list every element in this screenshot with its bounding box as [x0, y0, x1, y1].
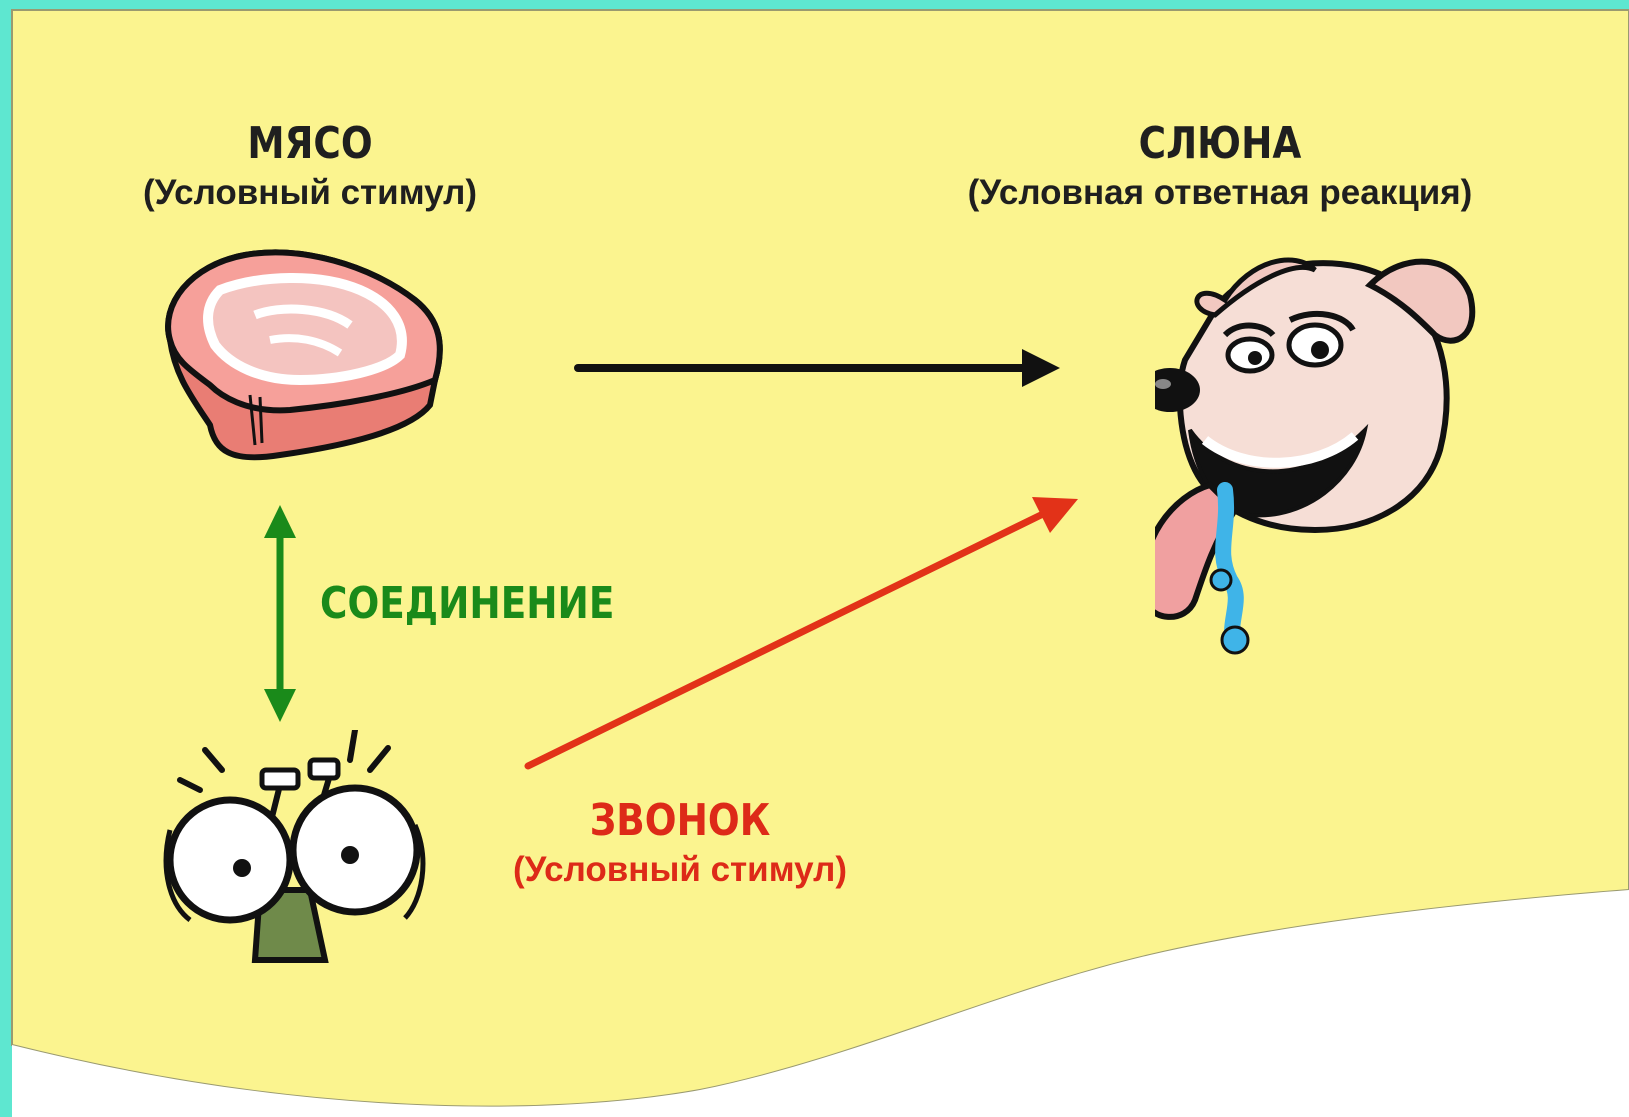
connection-title: СОЕДИНЕНИЕ: [320, 578, 575, 629]
bell-label: ЗВОНОК (Условный стимул): [470, 795, 890, 890]
bell-title: ЗВОНОК: [502, 795, 859, 846]
connection-label: СОЕДИНЕНИЕ: [320, 578, 620, 629]
saliva-title: СЛЮНА: [948, 118, 1492, 169]
meat-subtitle: (Условный стимул): [95, 173, 525, 213]
bell-subtitle: (Условный стимул): [470, 850, 890, 890]
meat-icon: [150, 245, 450, 475]
saliva-subtitle: (Условная ответная реакция): [900, 173, 1540, 213]
dog-icon: [1155, 240, 1485, 670]
meat-label: МЯСО (Условный стимул): [95, 118, 525, 213]
saliva-label: СЛЮНА (Условная ответная реакция): [900, 118, 1540, 213]
bell-icon: [160, 730, 440, 980]
meat-title: МЯСО: [127, 118, 493, 169]
